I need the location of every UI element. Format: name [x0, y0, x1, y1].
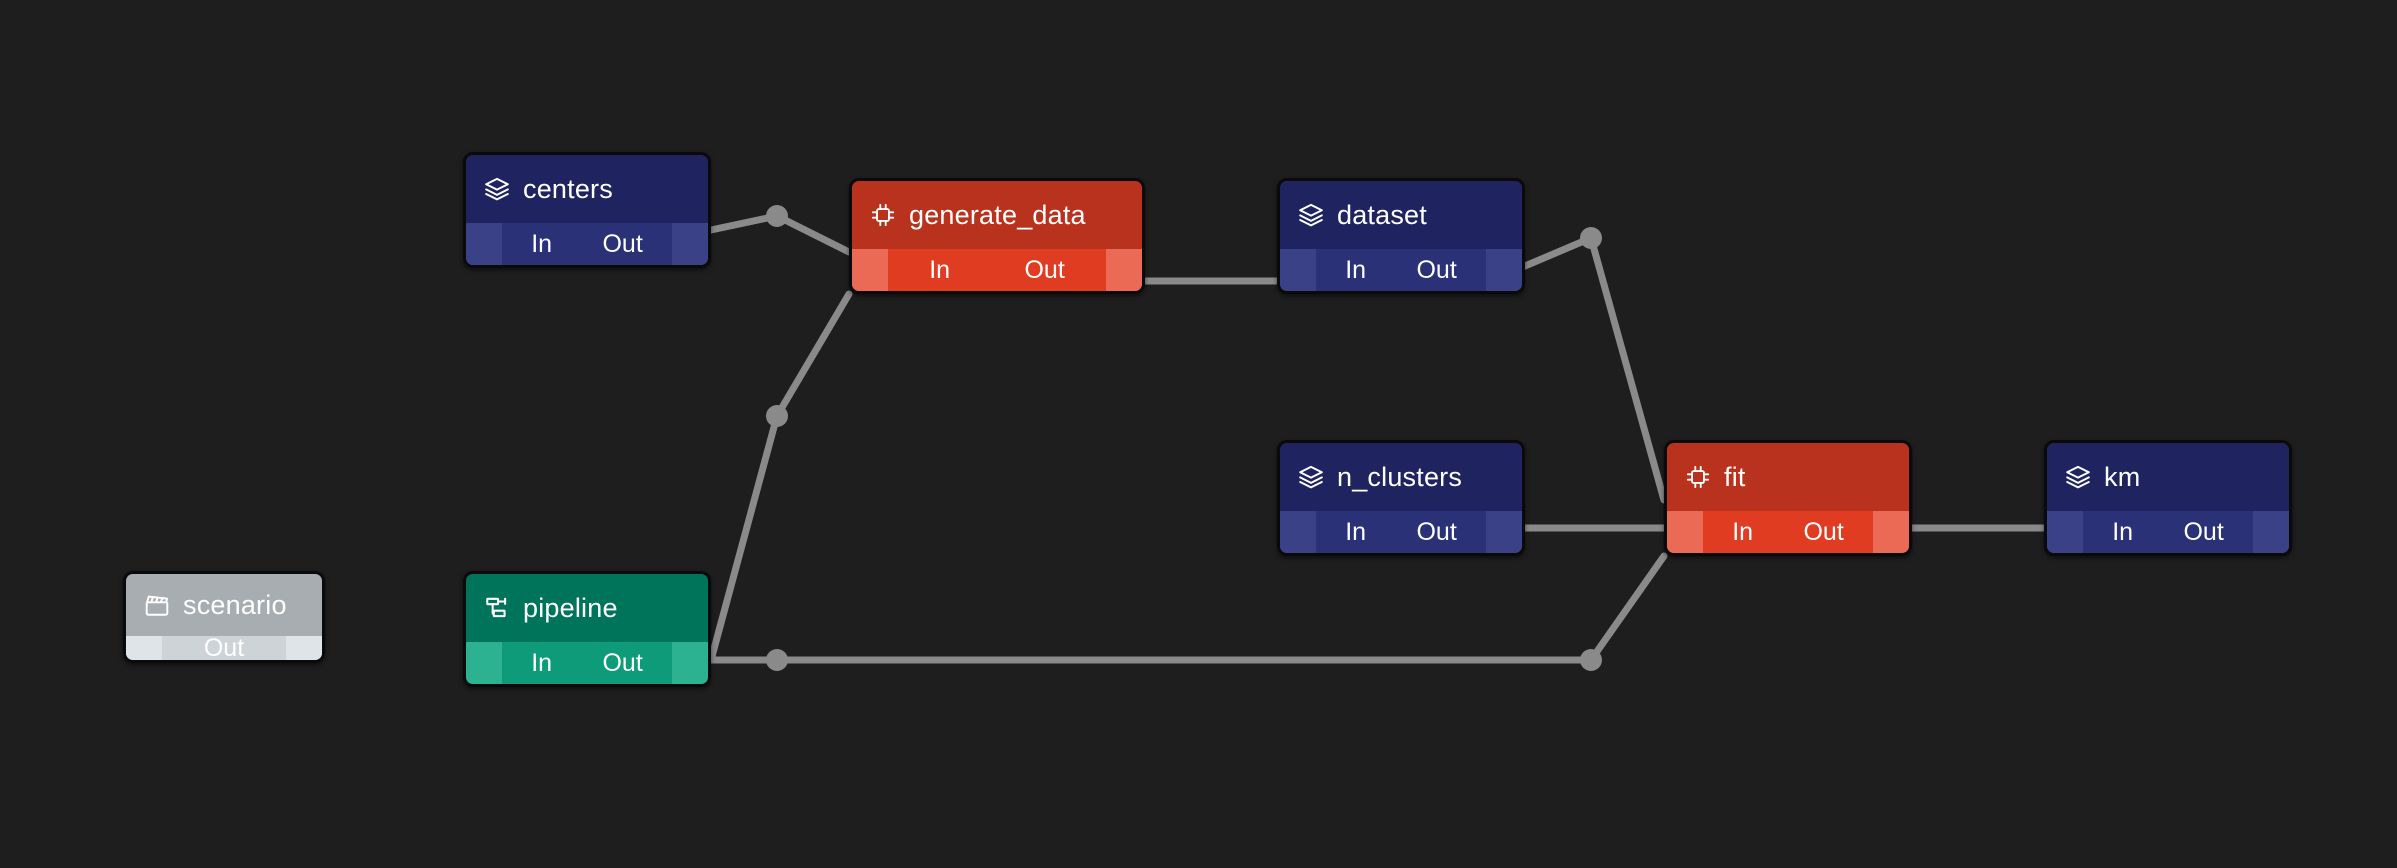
node-ports-generate_data: In Out: [852, 249, 1142, 291]
edge-dataset-to-fit[interactable]: [1521, 234, 1668, 504]
port-out-label-fit[interactable]: Out: [1803, 517, 1844, 546]
port-out-label-pipeline[interactable]: Out: [602, 648, 643, 677]
port-in-label-n_clusters[interactable]: In: [1345, 517, 1367, 546]
node-ports-scenario: Out: [126, 636, 322, 661]
layers-icon: [2065, 464, 2091, 490]
node-title-scenario: scenario: [183, 589, 287, 620]
edge-waypoint-wp-centers-generate[interactable]: [766, 205, 788, 227]
port-slot-in-centers[interactable]: [466, 223, 502, 265]
node-header-dataset[interactable]: dataset: [1280, 181, 1522, 249]
port-slot-out-generate_data[interactable]: [1106, 249, 1142, 291]
layers-icon: [1298, 464, 1324, 490]
port-slot-out-pipeline[interactable]: [672, 642, 708, 684]
pipeline-icon: [484, 595, 510, 621]
port-out-label-km[interactable]: Out: [2183, 517, 2224, 546]
port-slot-in-generate_data[interactable]: [852, 249, 888, 291]
port-labels-centers: In Out: [502, 223, 672, 265]
node-title-generate_data: generate_data: [909, 199, 1086, 230]
edge-pipeline-to-generate_data[interactable]: [707, 290, 853, 664]
clapperboard-icon: [144, 592, 170, 618]
node-title-centers: centers: [523, 173, 613, 204]
port-in-label-km[interactable]: In: [2112, 517, 2134, 546]
node-title-n_clusters: n_clusters: [1337, 461, 1463, 492]
port-in-label-fit[interactable]: In: [1732, 517, 1754, 546]
node-header-centers[interactable]: centers: [466, 155, 708, 223]
node-header-fit[interactable]: fit: [1667, 443, 1909, 511]
port-labels-pipeline: In Out: [502, 642, 672, 684]
node-header-n_clusters[interactable]: n_clusters: [1280, 443, 1522, 511]
node-ports-n_clusters: In Out: [1280, 511, 1522, 553]
port-in-label-pipeline[interactable]: In: [531, 648, 553, 677]
port-slot-in-n_clusters[interactable]: [1280, 511, 1316, 553]
node-header-km[interactable]: km: [2047, 443, 2289, 511]
chip-icon: [870, 202, 896, 228]
layers-icon: [1298, 202, 1324, 228]
port-slot-out-km[interactable]: [2253, 511, 2289, 553]
layers-icon: [484, 176, 510, 202]
edge-centers-to-generate_data[interactable]: [707, 212, 853, 256]
port-slot-in-scenario: [126, 636, 162, 660]
edge-waypoint-wp-pipeline-fit[interactable]: [1580, 649, 1602, 671]
port-slot-in-fit[interactable]: [1667, 511, 1703, 553]
port-in-label-generate_data[interactable]: In: [929, 255, 951, 284]
port-in-label-dataset[interactable]: In: [1345, 255, 1367, 284]
node-title-pipeline: pipeline: [523, 592, 618, 623]
port-slot-out-n_clusters[interactable]: [1486, 511, 1522, 553]
edge-pipeline-to-fit[interactable]: [707, 552, 1668, 664]
node-ports-dataset: In Out: [1280, 249, 1522, 291]
node-title-km: km: [2104, 461, 2141, 492]
node-header-generate_data[interactable]: generate_data: [852, 181, 1142, 249]
chip-icon: [1685, 464, 1711, 490]
node-header-scenario[interactable]: scenario: [126, 574, 322, 636]
node-title-fit: fit: [1724, 461, 1746, 492]
port-slot-in-pipeline[interactable]: [466, 642, 502, 684]
port-out-label-n_clusters[interactable]: Out: [1416, 517, 1457, 546]
port-labels-dataset: In Out: [1316, 249, 1486, 291]
node-header-pipeline[interactable]: pipeline: [466, 574, 708, 642]
port-slot-out-dataset[interactable]: [1486, 249, 1522, 291]
edge-waypoint-wp-pipeline-bottom-a[interactable]: [766, 649, 788, 671]
port-out-label-dataset[interactable]: Out: [1416, 255, 1457, 284]
port-slot-out-centers[interactable]: [672, 223, 708, 265]
port-labels-fit: In Out: [1703, 511, 1873, 553]
node-ports-fit: In Out: [1667, 511, 1909, 553]
port-slot-in-km[interactable]: [2047, 511, 2083, 553]
port-out-label-generate_data[interactable]: Out: [1024, 255, 1065, 284]
node-ports-centers: In Out: [466, 223, 708, 265]
node-title-dataset: dataset: [1337, 199, 1427, 230]
port-out-label-scenario[interactable]: Out: [203, 634, 245, 662]
port-slot-in-dataset[interactable]: [1280, 249, 1316, 291]
port-out-label-centers[interactable]: Out: [602, 229, 643, 258]
edge-waypoint-wp-pipeline-generate[interactable]: [766, 405, 788, 427]
port-in-label-centers[interactable]: In: [531, 229, 553, 258]
port-labels-km: In Out: [2083, 511, 2253, 553]
port-labels-generate_data: In Out: [888, 249, 1106, 291]
port-labels-n_clusters: In Out: [1316, 511, 1486, 553]
port-slot-out-scenario[interactable]: [286, 636, 322, 660]
port-slot-out-fit[interactable]: [1873, 511, 1909, 553]
node-ports-km: In Out: [2047, 511, 2289, 553]
node-ports-pipeline: In Out: [466, 642, 708, 684]
edge-waypoint-wp-dataset-fit[interactable]: [1580, 227, 1602, 249]
port-labels-scenario: Out: [162, 636, 286, 661]
